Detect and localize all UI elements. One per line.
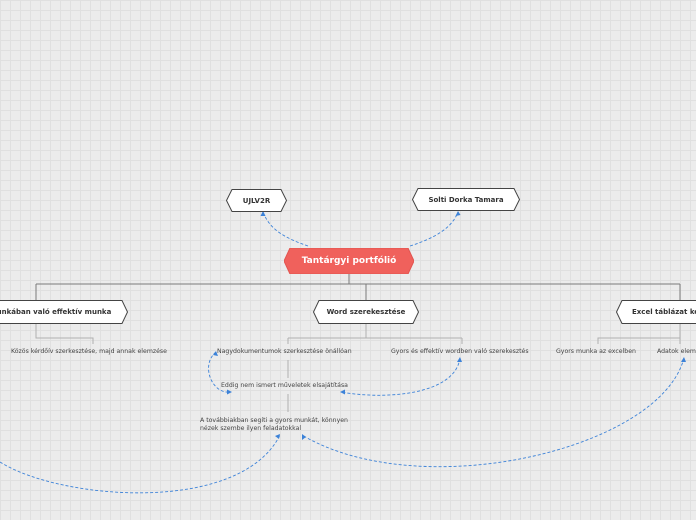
leaf-word-fast-editing[interactable]: Gyors és effektív wordben való szerekesz… <box>391 348 529 355</box>
arrowhead-future-left <box>275 434 280 439</box>
floating-topic-author[interactable]: Solti Dorka Tamara <box>412 188 520 211</box>
relation-excel-future <box>301 357 685 468</box>
branch-word-editing-shape <box>313 300 419 324</box>
floating-topic-code-shape <box>226 189 287 212</box>
arrowhead-code <box>260 211 266 216</box>
central-topic-shape <box>284 248 414 274</box>
arrowhead-author <box>455 211 461 216</box>
central-topic[interactable]: Tantárgyi portfólió <box>284 248 414 274</box>
leaf-line-excel <box>597 324 681 344</box>
floating-topic-author-shape <box>412 188 520 211</box>
branch-team-work[interactable]: unkában való effektív munka <box>0 300 128 324</box>
relation-word-fast-learned <box>340 357 461 396</box>
leaf-line-team <box>35 324 94 344</box>
branch-word-editing[interactable]: Word szerekesztése <box>313 300 419 324</box>
arrowhead-learned-left <box>227 389 232 395</box>
arrowhead-learned-right <box>340 389 345 395</box>
branch-excel-table[interactable]: Excel táblázat ké <box>616 300 696 324</box>
leaf-word-large-docs[interactable]: Nagydokumentumok szerkesztése önállóan <box>217 348 352 355</box>
branch-word-editing-label: Word szerekesztése <box>326 308 406 316</box>
leaf-team-form[interactable]: Közös kérdőív szerkesztése, majd annak e… <box>11 348 167 355</box>
relation-central-author <box>409 211 459 247</box>
branch-team-work-shape <box>0 300 128 324</box>
arrowhead-excel-data <box>681 357 686 362</box>
leaf-word-future-help[interactable]: A továbbiakban segíti a gyors munkát, kö… <box>200 417 348 433</box>
central-topic-label: Tantárgyi portfólió <box>301 256 397 266</box>
arrowhead-word-fast <box>457 357 462 362</box>
relation-central-code <box>262 211 309 247</box>
branch-team-work-label: unkában való effektív munka <box>0 308 112 316</box>
arrowhead-future-right <box>302 434 306 440</box>
floating-topic-code-label: UJLV2R <box>242 196 271 205</box>
leaf-line-word <box>287 324 463 344</box>
relation-word-large-learned <box>208 351 232 393</box>
floating-topic-code[interactable]: UJLV2R <box>226 189 287 212</box>
branch-excel-table-shape <box>616 300 696 324</box>
arrowhead-word-large <box>213 351 218 356</box>
relation-team-future <box>0 434 281 494</box>
branch-excel-table-label: Excel táblázat ké <box>632 308 696 316</box>
leaf-excel-data[interactable]: Adatok elem <box>657 348 696 355</box>
leaf-excel-fast-work[interactable]: Gyors munka az excelben <box>556 348 636 355</box>
leaf-word-learned-ops[interactable]: Eddig nem ismert műveletek elsajátítása <box>221 382 348 389</box>
floating-topic-author-label: Solti Dorka Tamara <box>428 195 504 204</box>
